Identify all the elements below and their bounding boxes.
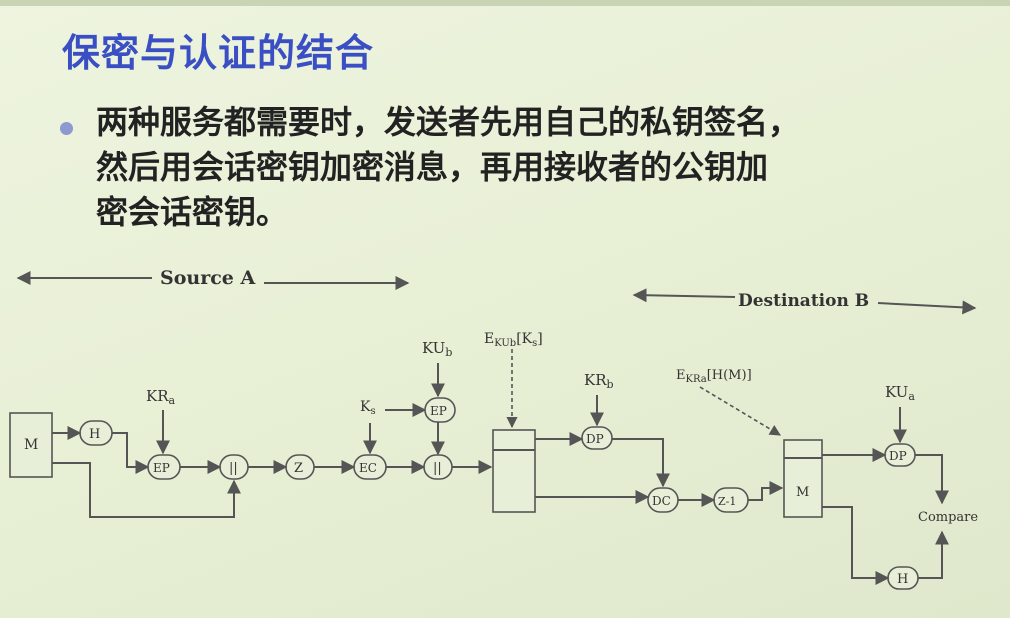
bullet-line-3: 密会话密钥。 <box>96 193 289 231</box>
concat-src-label: || <box>229 461 238 476</box>
bullet-text: 两种服务都需要时，发送者先用自己的私钥签名， 然后用会话密钥加密消息，再用接收者… <box>96 100 966 235</box>
top-strip <box>0 0 1010 6</box>
message-box <box>9 412 53 478</box>
dest-arrow-left <box>632 288 736 303</box>
flow-dp-dc <box>612 438 670 488</box>
ec-label: EC <box>359 461 377 475</box>
ep-key-box <box>424 397 456 423</box>
kub-label: KUb <box>422 339 452 359</box>
kua-label: KUa <box>885 383 915 403</box>
ks-label: Ks <box>360 399 376 417</box>
flow-unzip-m <box>748 481 784 501</box>
ep-sign-label: EP <box>153 461 170 475</box>
message-dst-box <box>783 439 823 518</box>
dc-label: DC <box>652 494 671 508</box>
flow-dp-compare <box>915 454 949 505</box>
destination-label: Destination B <box>738 291 869 311</box>
flow-hash-compare <box>918 530 949 579</box>
bullet-line-2: 然后用会话密钥加密消息，再用接收者的公钥加 <box>96 148 769 186</box>
dest-arrow-right <box>877 300 977 315</box>
flow-h-ep <box>112 432 150 474</box>
zip-label: Z <box>294 461 303 476</box>
unzip-label: Z-1 <box>718 495 736 508</box>
kra-label: KRa <box>146 387 176 407</box>
message-box-label: M <box>24 437 38 453</box>
e-kra-hm-label: EKRa[H(M)] <box>676 368 752 385</box>
dp-sig-label: DP <box>889 449 907 463</box>
ep-key-label: EP <box>430 404 447 418</box>
hash-dst-label: H <box>897 572 908 587</box>
compare-label: Compare <box>918 510 978 525</box>
flow-ekra-annot <box>699 386 781 436</box>
flow-m-concat <box>52 462 241 518</box>
concat-key-label: || <box>433 461 442 476</box>
hash-src-label: H <box>89 427 100 442</box>
flow-m-hash <box>822 506 890 585</box>
krb-label: KRb <box>584 371 614 391</box>
slide-title: 保密与认证的结合 <box>62 31 375 75</box>
bullet-line-1: 两种服务都需要时，发送者先用自己的私钥签名， <box>96 103 801 141</box>
dp-key-label: DP <box>586 432 604 446</box>
transmitted-block <box>492 429 536 513</box>
source-label: Source A <box>160 267 255 289</box>
bullet-icon <box>60 122 73 135</box>
message-dst-label: M <box>796 485 809 500</box>
e-kub-ks-label: EKUb[Ks] <box>484 331 543 349</box>
pgp-flow-diagram: Source A Destination B M H KRa EP || Z K… <box>9 267 978 590</box>
